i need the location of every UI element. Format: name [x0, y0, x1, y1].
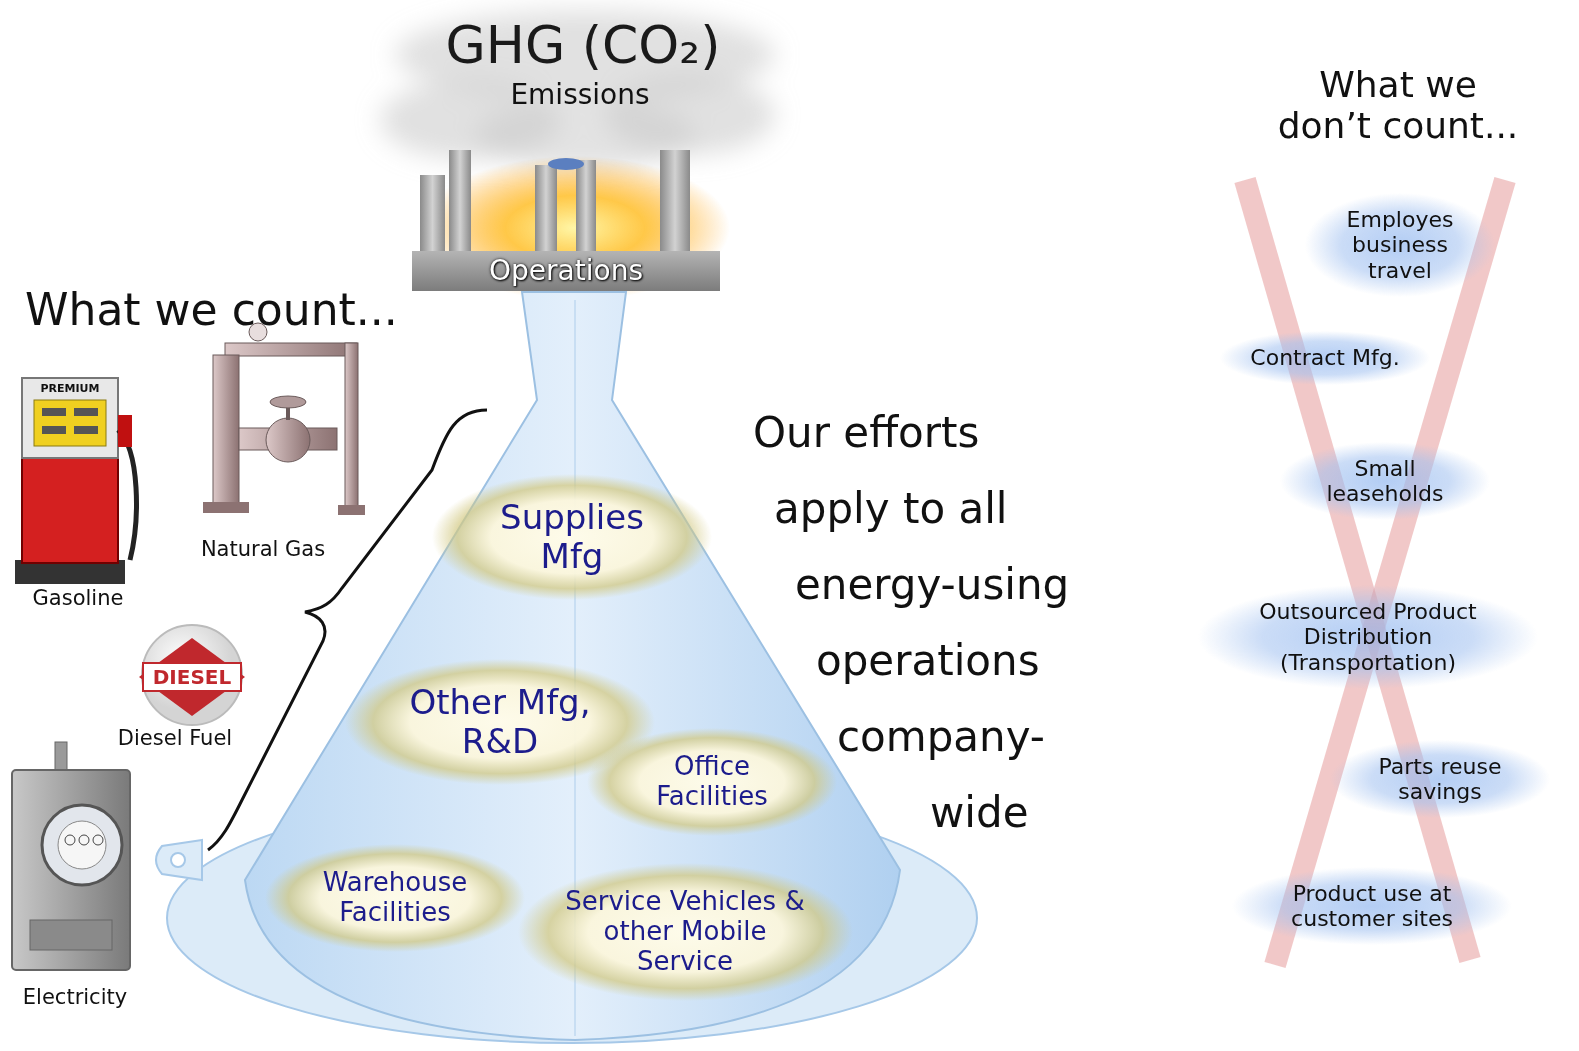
meter-box [12, 770, 130, 970]
node-text: Product use at customer sites [1262, 881, 1482, 932]
excluded-item: Small leaseholds [1280, 442, 1490, 521]
excluded-item: Parts reuse savings [1330, 740, 1550, 819]
section-heading: What we count... [25, 285, 398, 336]
valve-body [266, 418, 310, 462]
icon-caption: Diesel Fuel [118, 726, 232, 750]
operations-band: Operations [412, 251, 720, 291]
pump-digits [74, 426, 98, 434]
pump-display [34, 400, 106, 446]
subtitle-box: Emissions [510, 79, 649, 111]
stack-opening [548, 158, 584, 170]
pump-label: PREMIUM [41, 383, 100, 396]
scope-statement: Our efforts apply to all energy-using op… [700, 395, 1095, 851]
meter-dial [93, 835, 103, 845]
pipe [213, 355, 239, 505]
icon-caption-box: Natural Gas [201, 537, 325, 561]
pump-digits [42, 426, 66, 434]
excluded-item: Contract Mfg. [1220, 331, 1429, 384]
smokestack [576, 160, 596, 255]
subtitle: Emissions [510, 79, 649, 111]
meter-dial [79, 835, 89, 845]
node-text: Operations [412, 255, 720, 287]
node-text: Other Mfg, R&D [385, 683, 615, 761]
diesel-diamond [139, 638, 245, 716]
cap-label: DIESEL [153, 666, 232, 689]
section-heading: What we don’t count... [1271, 64, 1526, 147]
excluded-item: Employes business travel [1305, 193, 1495, 297]
icon-caption: Gasoline [33, 586, 124, 610]
pump-label-box: PREMIUM [41, 383, 100, 396]
funnel-cone [245, 292, 900, 1040]
section-heading-box: What we count... [25, 285, 398, 336]
icon-caption-box: Gasoline [33, 586, 124, 610]
node-text: Warehouse Facilities [305, 868, 485, 928]
meter-dial [58, 821, 106, 869]
pump-hose [118, 430, 136, 560]
node-text: Service Vehicles & other Mobile Service [558, 887, 813, 977]
pump-digits [74, 408, 98, 416]
smokestack [660, 150, 690, 255]
pump-digits [42, 408, 66, 416]
pump-nozzle [118, 415, 132, 447]
diesel-band [143, 663, 241, 691]
icon-caption-box: Electricity [23, 985, 127, 1009]
cap-label-box: DIESEL [153, 666, 232, 689]
smokestack [420, 175, 445, 255]
diesel-cap-icon [139, 625, 245, 725]
title-box: GHG (CO₂) [446, 15, 721, 75]
node-text: Small leaseholds [1310, 456, 1460, 507]
cross-mark [1275, 180, 1505, 965]
node-text: Contract Mfg. [1250, 345, 1399, 370]
icon-caption: Natural Gas [201, 537, 325, 561]
diagram-title: GHG (CO₂) [446, 15, 721, 75]
valve-wheel [270, 396, 306, 408]
node-text: Office Facilities [627, 752, 797, 812]
section-heading-box: What we don’t count... [1271, 64, 1526, 147]
electric-meter-icon [12, 742, 130, 970]
excluded-item: Product use at customer sites [1232, 867, 1512, 946]
meter-glass [42, 805, 122, 885]
funnel-hole [171, 853, 185, 867]
funnel-tab [156, 840, 202, 880]
smoke [380, 10, 775, 170]
pipe [225, 343, 357, 356]
smokestack [535, 165, 557, 255]
meter-conduit [55, 742, 67, 772]
cloud-box: Supplies Mfg [432, 474, 712, 600]
icon-caption-box: Diesel Fuel [118, 726, 232, 750]
pipe-cap [338, 505, 365, 515]
cloud-box: Service Vehicles & other Mobile Service [518, 863, 853, 1001]
meter-base [30, 920, 112, 950]
scope-statement-box: Our efforts apply to all energy-using op… [700, 395, 1095, 851]
node-text: Supplies Mfg [472, 498, 672, 576]
pump-head [22, 378, 118, 458]
meter-dial [65, 835, 75, 845]
node-text: Parts reuse savings [1360, 754, 1520, 805]
smokestack [449, 150, 471, 255]
cloud-box: Office Facilities [587, 728, 837, 836]
text-indent-shape [700, 395, 930, 851]
pump-body [22, 455, 118, 563]
cloud-box: Warehouse Facilities [265, 844, 525, 952]
cross-mark [1245, 180, 1470, 960]
gas-pump-icon [15, 378, 136, 584]
pipe [345, 343, 358, 513]
excluded-item: Outsourced Product Distribution (Transpo… [1198, 585, 1538, 689]
pipe-flange [203, 502, 249, 513]
node-text: Outsourced Product Distribution (Transpo… [1228, 599, 1508, 675]
icon-caption: Electricity [23, 985, 127, 1009]
gas-valve-icon [203, 323, 365, 515]
node-text: Employes business travel [1335, 207, 1465, 283]
